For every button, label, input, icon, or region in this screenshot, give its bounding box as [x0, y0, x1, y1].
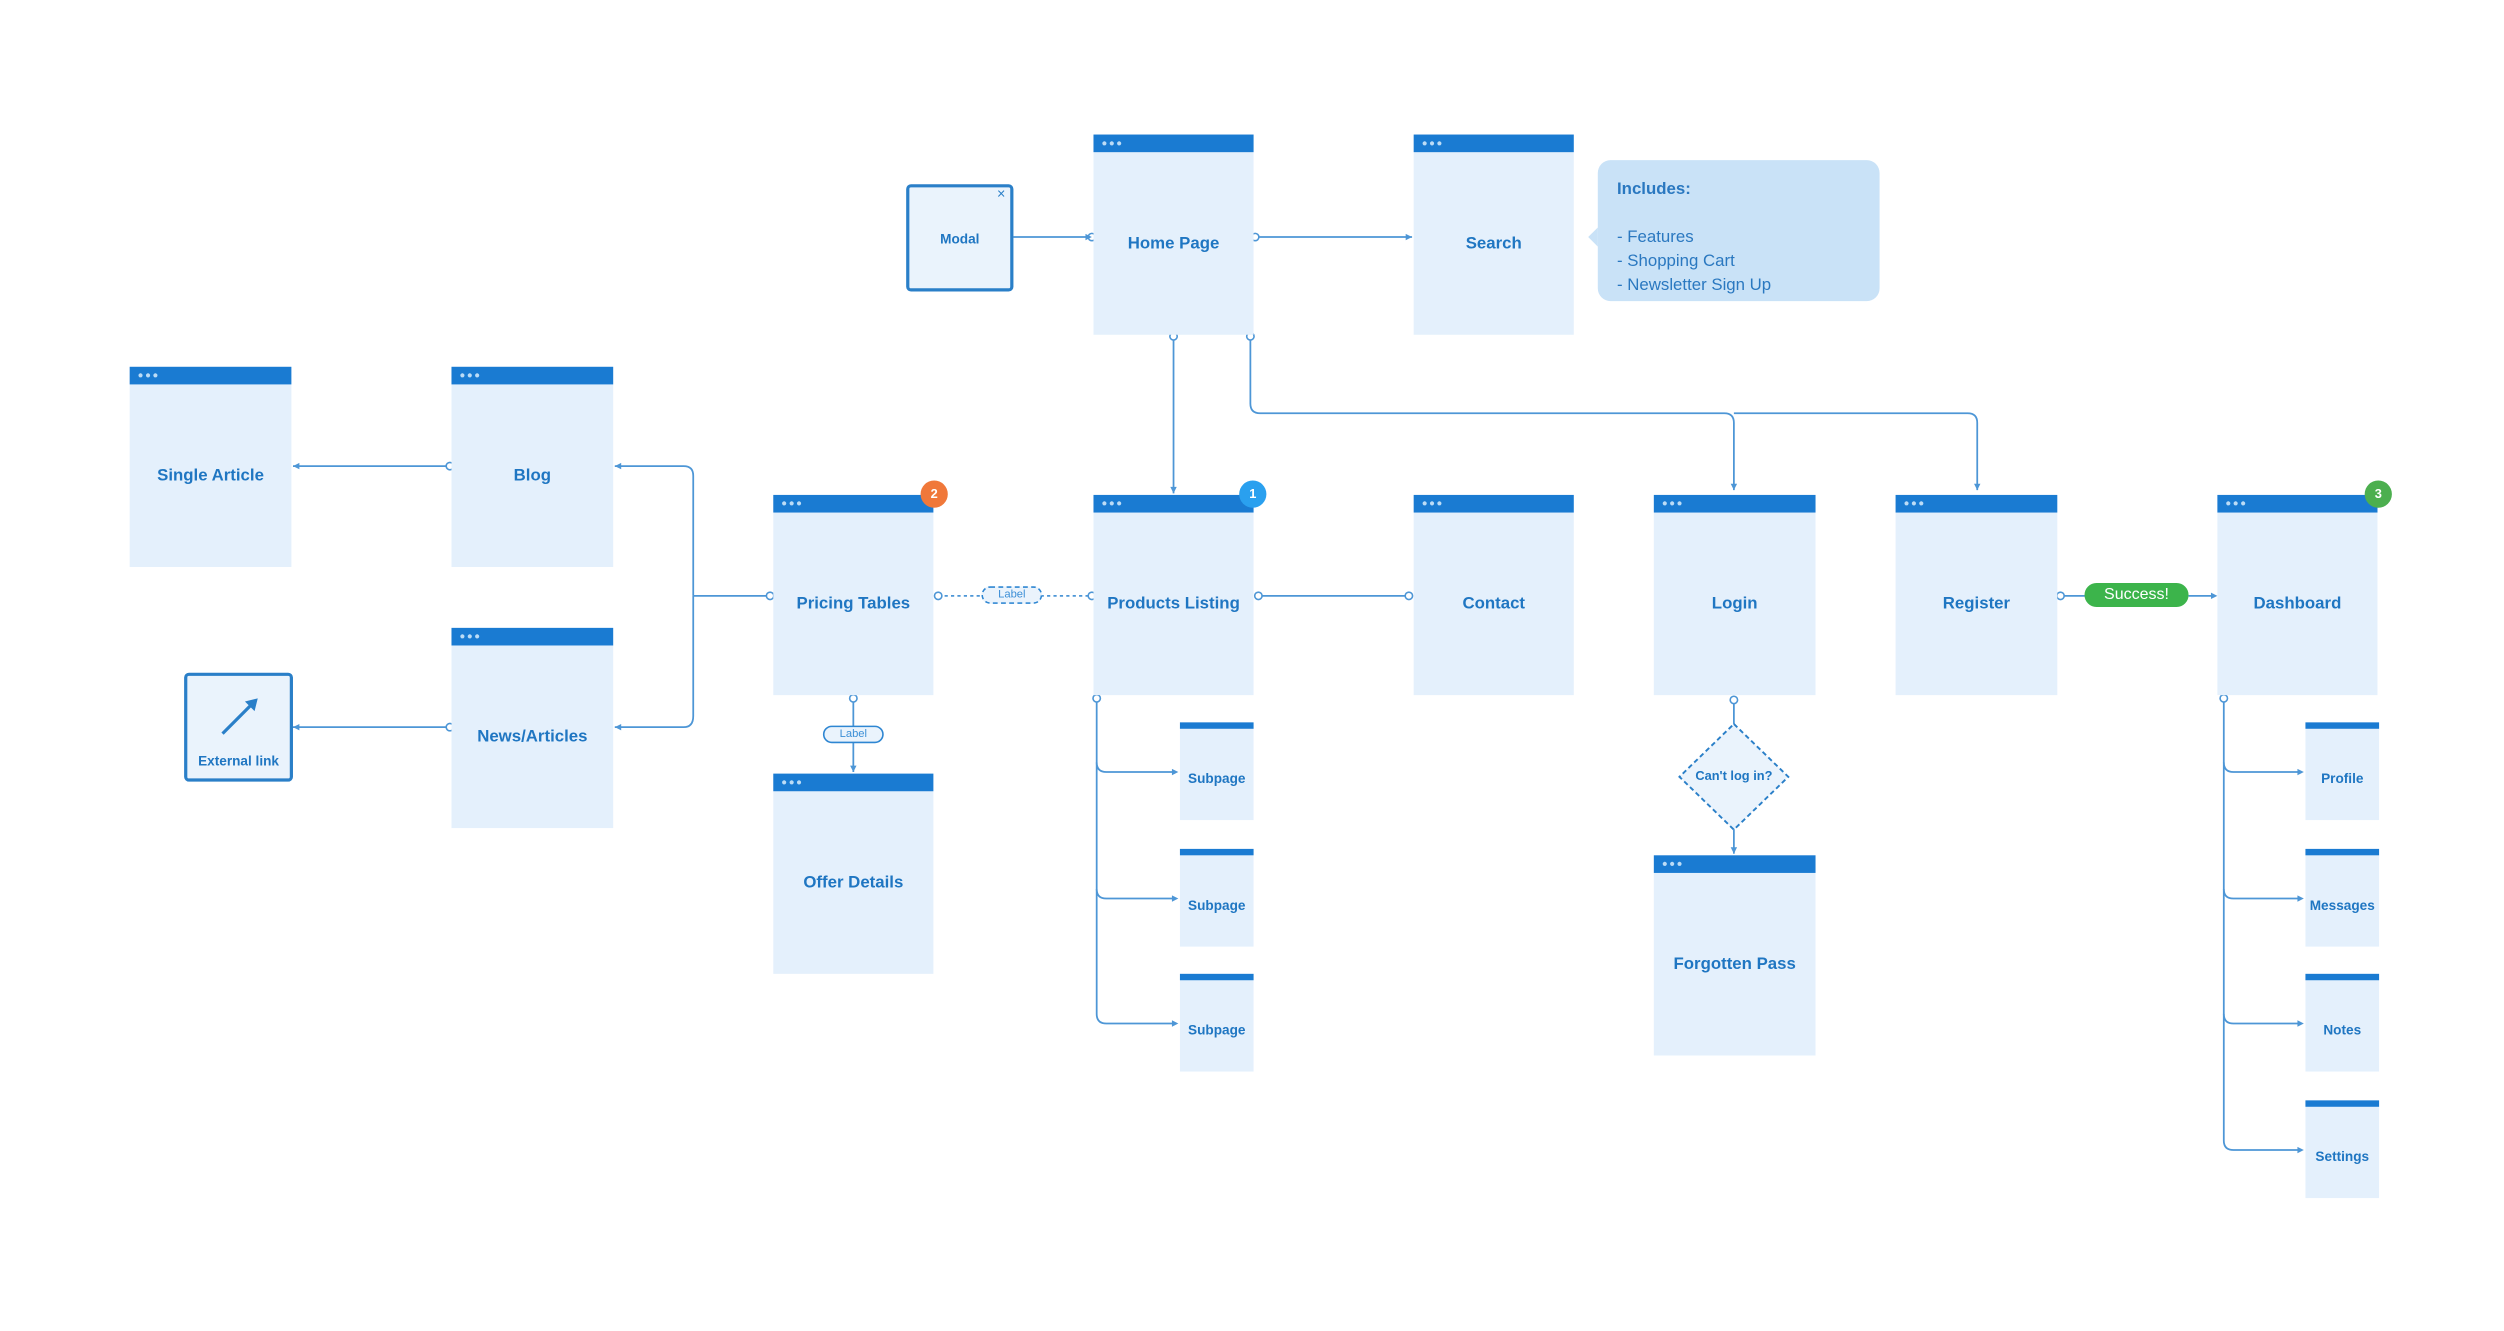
- note-item: - Features: [1617, 227, 1694, 247]
- arrow-up-right-icon: [221, 698, 258, 735]
- settings-subpage-node[interactable]: Settings: [2305, 1100, 2380, 1199]
- window-title-bar: [2305, 848, 2380, 856]
- subpage-node[interactable]: Subpage: [1179, 973, 1254, 1072]
- login-label: Login: [1711, 594, 1758, 614]
- note-heading: Includes:: [1617, 179, 1691, 199]
- search-label: Search: [1465, 233, 1522, 254]
- dashboard-badge: 3: [2364, 480, 2392, 508]
- window-title-bar: ●●●: [1413, 134, 1574, 153]
- window-title-bar: ●●●: [1093, 494, 1254, 513]
- pricing-tables-node[interactable]: ●●● Pricing Tables: [773, 494, 934, 696]
- external-link-node[interactable]: External link: [184, 672, 293, 782]
- news-articles-label: News/Articles: [477, 727, 588, 747]
- search-node[interactable]: ●●● Search: [1413, 134, 1574, 335]
- window-title-bar: ●●●: [451, 366, 614, 385]
- register-label: Register: [1942, 594, 2011, 614]
- window-title-bar: ●●●: [1413, 494, 1574, 513]
- home-page-label: Home Page: [1127, 233, 1220, 254]
- window-title-bar: [1179, 973, 1254, 981]
- includes-note: Includes: - Features - Shopping Cart - N…: [1588, 160, 1880, 302]
- decision-label: Can't log in?: [1695, 768, 1773, 784]
- dashboard-label: Dashboard: [2253, 594, 2342, 614]
- decision-diamond: [1678, 722, 1790, 832]
- window-title-bar: ●●●: [2217, 494, 2378, 513]
- pricing-badge: 2: [920, 480, 948, 508]
- window-title-bar: ●●●: [1653, 494, 1816, 513]
- single-article-node[interactable]: ●●● Single Article: [129, 366, 292, 568]
- contact-label: Contact: [1462, 594, 1526, 614]
- contact-node[interactable]: ●●● Contact: [1413, 494, 1574, 696]
- subpage-node[interactable]: Subpage: [1179, 848, 1254, 947]
- forgotten-pass-label: Forgotten Pass: [1673, 954, 1796, 974]
- window-title-bar: ●●●: [1895, 494, 2058, 513]
- products-listing-label: Products Listing: [1107, 594, 1240, 614]
- blog-node[interactable]: ●●● Blog: [451, 366, 614, 568]
- window-title-bar: [2305, 722, 2380, 729]
- note-pointer: [1588, 227, 1598, 247]
- blog-label: Blog: [513, 466, 551, 486]
- modal-label: Modal: [940, 230, 980, 247]
- window-title-bar: ●●●: [1653, 855, 1816, 873]
- window-title-bar: [2305, 973, 2380, 981]
- note-item: - Shopping Cart: [1617, 251, 1735, 271]
- offer-details-label: Offer Details: [803, 872, 904, 893]
- profile-subpage-node[interactable]: Profile: [2305, 722, 2380, 821]
- subpage-label: Subpage: [1188, 770, 1246, 787]
- news-articles-node[interactable]: ●●● News/Articles: [451, 627, 614, 829]
- register-node[interactable]: ●●● Register: [1895, 494, 2058, 696]
- products-listing-node[interactable]: ●●● Products Listing: [1093, 494, 1254, 696]
- messages-subpage-node[interactable]: Messages: [2305, 848, 2380, 947]
- home-page-node[interactable]: ●●● Home Page: [1093, 134, 1254, 335]
- notes-subpage-node[interactable]: Notes: [2305, 973, 2380, 1072]
- connector-label: Label: [822, 725, 884, 744]
- single-article-label: Single Article: [157, 466, 264, 486]
- window-title-bar: [2305, 1100, 2380, 1107]
- pricing-tables-label: Pricing Tables: [796, 594, 911, 614]
- products-badge: 1: [1239, 480, 1267, 508]
- window-title-bar: ●●●: [773, 494, 934, 513]
- dashboard-node[interactable]: ●●● Dashboard: [2217, 494, 2378, 696]
- subpage-node[interactable]: Subpage: [1179, 722, 1254, 821]
- window-title-bar: ●●●: [129, 366, 292, 385]
- subpage-label: Messages: [2309, 896, 2375, 913]
- window-title-bar: [1179, 848, 1254, 856]
- success-pill: Success!: [2084, 583, 2189, 608]
- connector-label: Label: [981, 586, 1043, 604]
- offer-details-node[interactable]: ●●● Offer Details: [773, 773, 934, 974]
- subpage-label: Settings: [2315, 1148, 2370, 1165]
- subpage-label: Subpage: [1188, 896, 1246, 913]
- subpage-label: Notes: [2323, 1021, 2362, 1038]
- note-item: - Newsletter Sign Up: [1617, 275, 1772, 295]
- close-icon: ×: [996, 185, 1006, 202]
- window-title-bar: [1179, 722, 1254, 729]
- window-title-bar: ●●●: [451, 627, 614, 646]
- subpage-label: Subpage: [1188, 1021, 1246, 1038]
- subpage-label: Profile: [2321, 770, 2364, 787]
- modal-node[interactable]: × Modal: [906, 184, 1014, 292]
- forgotten-pass-node[interactable]: ●●● Forgotten Pass: [1653, 855, 1816, 1056]
- window-title-bar: ●●●: [1093, 134, 1254, 153]
- external-link-label: External link: [198, 752, 280, 769]
- login-node[interactable]: ●●● Login: [1653, 494, 1816, 696]
- window-title-bar: ●●●: [773, 773, 934, 792]
